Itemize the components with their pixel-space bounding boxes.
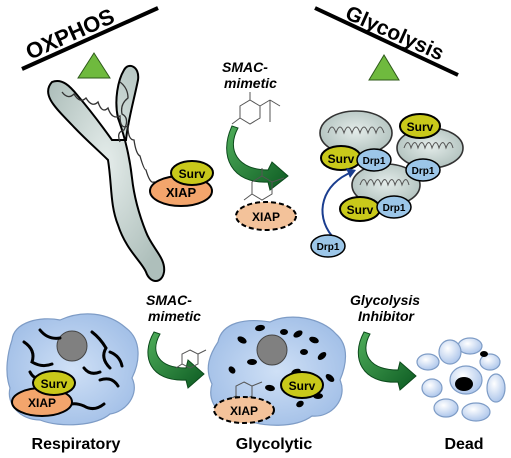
drp1-label: Drp1 <box>363 156 386 167</box>
smac-mimetic-label-top: SMAC- mimetic <box>222 59 277 91</box>
fused-mitochondrion <box>47 64 166 282</box>
surv-xiap-complex-top: XIAP Surv <box>149 160 214 207</box>
xiap-dashed-label: XIAP <box>252 210 280 224</box>
smac-molecule-icon-bottom <box>175 349 207 369</box>
surv-drp1-pair-1: Surv Drp1 <box>320 145 392 172</box>
oxphos-beam <box>21 6 159 71</box>
smac-line2: mimetic <box>148 308 201 324</box>
drp1-recruit-arrow <box>321 171 353 237</box>
xiap-dashed <box>235 201 297 231</box>
curved-arrow-bottom-1 <box>147 331 205 389</box>
smac-mimetic-label-bottom: SMAC- mimetic <box>146 292 201 324</box>
fragmented-mitochondria: Surv Drp1 Surv Drp1 Surv Drp1 Drp1 <box>310 110 464 258</box>
smac-bound-molecule-icon <box>243 168 285 201</box>
smac-line1: SMAC- <box>222 59 268 75</box>
xiap-label: XIAP <box>28 396 56 410</box>
cell-label-respiratory: Respiratory <box>32 436 121 453</box>
smac-molecule-icon <box>231 92 281 125</box>
glycolysis-label: Glycolysis <box>342 2 447 66</box>
cell-label-glycolytic: Glycolytic <box>236 436 313 453</box>
glycolysis-inhibitor-label: Glycolysis Inhibitor <box>350 292 424 324</box>
nucleus <box>256 334 288 366</box>
surv-label: Surv <box>179 167 206 181</box>
drp1-recruit-arrowhead <box>346 168 356 178</box>
drp1-label: Drp1 <box>383 203 406 214</box>
glycolysis-beam <box>314 6 459 77</box>
cell-label-dead: Dead <box>444 436 483 453</box>
oxphos-balance: OXPHOS <box>21 3 159 79</box>
dead-cell <box>416 337 506 422</box>
fragmented-mitochondria-dots <box>228 324 335 408</box>
curved-arrow-top <box>226 125 289 191</box>
inhibitor-line2: Inhibitor <box>358 308 416 324</box>
glycolysis-balance: Glycolysis <box>314 2 459 81</box>
surv-label: Surv <box>328 152 355 166</box>
free-drp1 <box>310 234 346 258</box>
condensed-nucleus <box>455 377 473 391</box>
surv-drp1-pair-2: Surv Drp1 <box>399 113 441 182</box>
surv-drp1-pair-3: Surv Drp1 <box>339 195 412 222</box>
mitochondrion-cristae <box>61 81 161 197</box>
surv-label: Surv <box>347 203 374 217</box>
oxphos-fulcrum <box>77 52 111 79</box>
glycolytic-cell: XIAP Surv <box>207 316 347 426</box>
curved-arrow-bottom-2 <box>357 331 417 391</box>
smac-line1: SMAC- <box>146 292 192 308</box>
xiap-dashed <box>213 396 275 424</box>
surv-protein <box>170 160 214 186</box>
surv-protein <box>280 371 324 399</box>
smac-line2: mimetic <box>224 75 277 91</box>
surv-label: Surv <box>41 377 68 391</box>
surv-label: Surv <box>289 379 316 393</box>
nucleus <box>56 330 88 362</box>
drp1-label: Drp1 <box>317 242 340 253</box>
surv-protein <box>32 370 76 396</box>
mitochondrion-outer-membrane <box>47 64 166 282</box>
xiap-dashed-label: XIAP <box>230 404 258 418</box>
glycolysis-fulcrum <box>368 54 400 81</box>
surv-label: Surv <box>407 120 434 134</box>
inhibitor-line1: Glycolysis <box>350 292 420 308</box>
xiap-label: XIAP <box>166 185 197 200</box>
drp1-label: Drp1 <box>412 166 435 177</box>
respiratory-cell: XIAP Surv <box>6 313 139 426</box>
chromatin-fragment <box>480 351 488 357</box>
